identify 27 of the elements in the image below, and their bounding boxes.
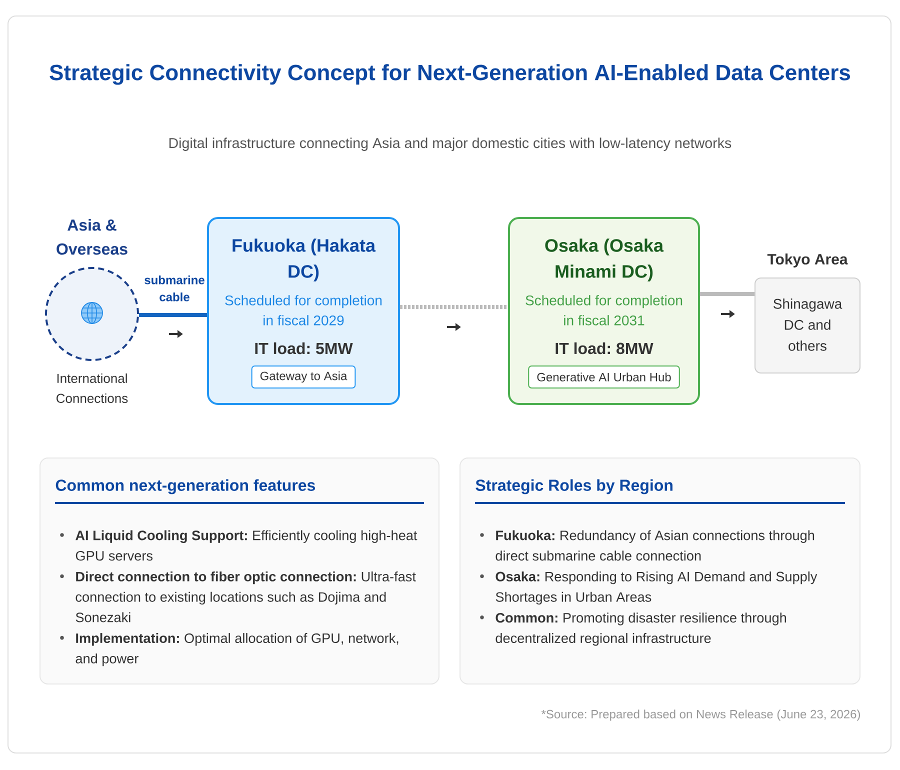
tag: Generative AI Urban Hub (528, 366, 680, 388)
tag: Gateway to Asia (251, 366, 356, 388)
panel-heading: Common next-generation features (56, 479, 315, 494)
panel-heading: Strategic Roles by Region (476, 479, 672, 494)
edge-label: submarine cable (143, 271, 206, 308)
list-item: Osaka: Responding to Rising AI Demand and Supply Shortages in Urban Areas (496, 571, 818, 605)
list-item: Fukuoka: Redundancy of Asian connections through direct submarine cable connection (496, 530, 814, 561)
region-heading: Asia & Overseas (56, 219, 128, 255)
subtitle: Digital infrastructure connecting Asia and major domestic cities with low-latency networks (169, 138, 732, 151)
load-text: IT load: 8MW (556, 342, 654, 354)
list-item: Implementation: Optimal allocation of GPU, network, and power (76, 633, 398, 666)
connector (139, 313, 207, 317)
schedule-text: Scheduled for completion in fiscal 2031 (526, 295, 682, 326)
list-item: Direct connection to fiber optic connection: Ultra-fast connection to existing locations such as Dojima and Sonezaki (76, 571, 416, 622)
site-name: Fukuoka (Hakata DC) (232, 238, 376, 282)
load-text: IT load: 5MW (255, 342, 353, 354)
list-item: AI Liquid Cooling Support: Efficiently cooling high-heat GPU servers (76, 530, 418, 561)
site-name: Osaka (Osaka Minami DC) (545, 238, 664, 282)
caption-text: International Connections (56, 373, 128, 403)
connector (700, 292, 754, 296)
site-box: Shinagawa DC and others (754, 278, 860, 374)
schedule-text: Scheduled for completion in fiscal 2029 (225, 295, 382, 326)
area-heading: Tokyo Area (767, 254, 848, 268)
source-note: *Source: Prepared based on News Release (June 23, 2026) (541, 710, 860, 721)
title: Strategic Connectivity Concept for Next-Generation AI-Enabled Data Centers (50, 64, 850, 85)
connector (400, 305, 508, 309)
list-item: Common: Promoting disaster resilience through decentralized regional infrastructure (496, 612, 786, 646)
